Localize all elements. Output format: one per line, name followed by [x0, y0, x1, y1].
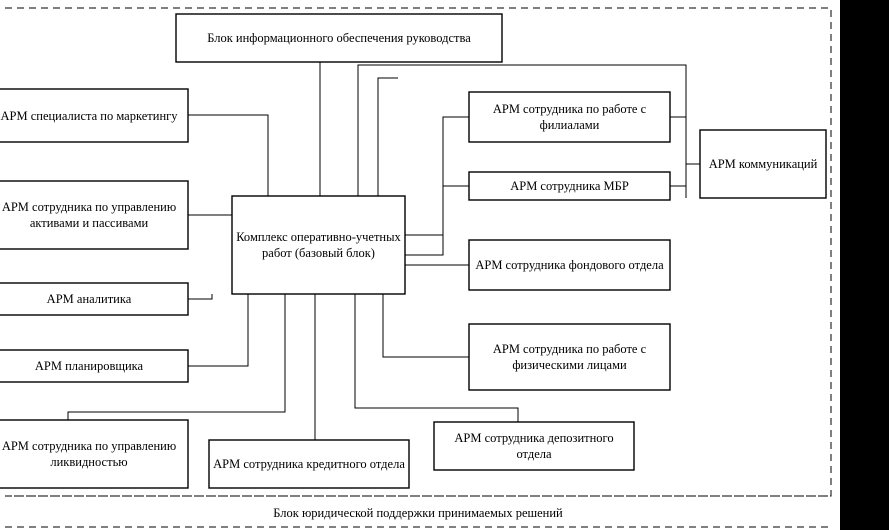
conn-top-bus-left [377, 77, 398, 196]
block-arm-marketing[interactable] [0, 88, 189, 143]
label-arm-marketing: АРМ специалиста по маркетингу [0, 108, 178, 123]
label-arm-branches: АРМ сотрудника по работе с филиалами [492, 102, 647, 132]
conn-core-to-mbr [405, 185, 469, 256]
block-arm-planner[interactable] [0, 349, 189, 383]
label-arm-analyst: АРМ аналитика [46, 292, 132, 306]
conn-core-to-individuals [382, 294, 469, 358]
conn-planner-to-core [188, 294, 249, 367]
conn-marketing-to-core [188, 114, 269, 196]
block-core-complex[interactable] [231, 195, 406, 295]
block-arm-individuals[interactable] [468, 323, 671, 391]
label-arm-credit-dept: АРМ сотрудника кредитного отдела [213, 457, 405, 471]
label-info-support-management: Блок информационного обеспечения руковод… [207, 31, 471, 45]
label-arm-deposit-dept: АРМ сотрудника депозитного отдела [454, 431, 614, 461]
conn-core-to-deposit [354, 294, 519, 422]
conn-liquidity-to-core [67, 294, 286, 420]
block-arm-assets-liabilities[interactable] [0, 180, 189, 250]
block-arm-communications[interactable] [699, 129, 827, 199]
block-arm-liquidity[interactable] [0, 419, 189, 489]
block-info-support-management[interactable] [175, 13, 503, 63]
block-arm-analyst[interactable] [0, 282, 189, 316]
label-arm-planner: АРМ планировщика [34, 359, 144, 373]
block-arm-fund-dept[interactable] [468, 239, 671, 291]
block-arm-mbr[interactable] [468, 171, 671, 201]
label-arm-assets-liabilities: АРМ сотрудника по управлению активами и … [1, 200, 177, 230]
label-legal-support-band: Блок юридической поддержки принимаемых р… [273, 506, 563, 520]
label-arm-mbr: АРМ сотрудника МБР [510, 179, 629, 193]
label-arm-fund-dept: АРМ сотрудника фондового отдела [475, 258, 664, 272]
label-arm-liquidity: АРМ сотрудника по управлению ликвидность… [1, 439, 177, 469]
conn-core-to-branches [405, 116, 469, 236]
connector-group [67, 62, 700, 440]
outer-dashed-frame [5, 7, 832, 497]
conn-analyst-to-core [188, 294, 213, 300]
label-arm-individuals: АРМ сотрудника по работе с физическими л… [492, 342, 647, 372]
block-arm-credit-dept[interactable] [208, 439, 410, 489]
label-arm-communications: АРМ коммуникаций [708, 157, 818, 171]
block-arm-branches[interactable] [468, 91, 671, 143]
right-black-mask [840, 0, 889, 530]
block-arm-deposit-dept[interactable] [433, 421, 635, 471]
label-core-complex: Комплекс оперативно-учетных работ (базов… [236, 230, 401, 260]
